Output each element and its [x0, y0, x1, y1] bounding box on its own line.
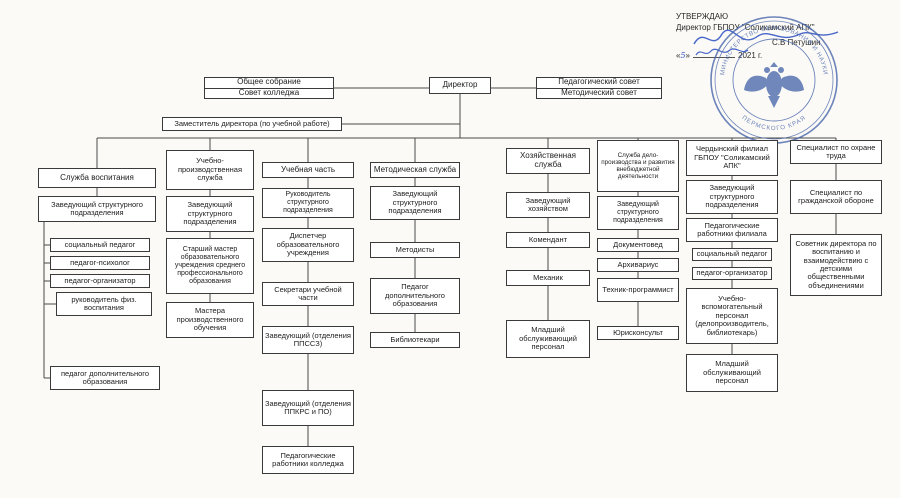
org-box-col1-child-1: социальный педагог: [50, 238, 150, 252]
org-box-col2-child-0: Заведующий структурного подразделения: [166, 196, 254, 232]
stamp-arc-top-text: МИНИСТЕРСТВО ОБРАЗОВАНИЯ И НАУКИ: [719, 25, 829, 76]
approval-heading: УТВЕРЖДАЮ: [676, 12, 729, 21]
org-box-col4-child-0: Заведующий структурного подразделения: [370, 186, 460, 220]
org-box-col7-child-5: Младший обслуживающий персонал: [686, 354, 778, 392]
org-box-general-assembly-row: Общее собрание: [237, 77, 301, 87]
stamp-middle-ring: [714, 20, 834, 140]
org-box-col6-child-4: Юрисконсульт: [597, 326, 679, 340]
org-box-col4-title: Методическая служба: [370, 162, 460, 178]
org-box-col6-title: Служба дело-производства и развития внеб…: [597, 140, 679, 192]
org-box-col7-child-4: Учебно-вспомогательный персонал (делопро…: [686, 288, 778, 344]
stamp-arc-bottom-text: ПЕРМСКОГО КРАЯ: [740, 114, 807, 132]
org-box-col3-child-4: Заведующий (отделения ППКРС и ПО): [262, 390, 354, 426]
date-quote-open: «: [676, 51, 681, 60]
org-box-col7-child-2: социальный педагог: [692, 248, 772, 261]
approval-subheading: Директор ГБПОУ "Соликамский АПК": [676, 23, 815, 32]
org-box-methodical-council-row: Методический совет: [537, 87, 661, 99]
org-box-col1-child-4: руководитель физ. воспитания: [56, 292, 152, 316]
org-box-col5-child-0: Заведующий хозяйством: [506, 192, 590, 218]
org-box-col3-child-2: Секретари учебной части: [262, 282, 354, 306]
org-box-col5-child-3: Младший обслуживающий персонал: [506, 320, 590, 358]
org-box-col4-child-1: Методисты: [370, 242, 460, 258]
org-box-col6-child-1: Документовед: [597, 238, 679, 252]
org-box-college-council-row: Совет колледжа: [205, 87, 333, 99]
org-box-deputy-director: Заместитель директора (по учебной работе…: [162, 117, 342, 131]
date-day-handwritten: 5: [680, 51, 686, 60]
org-box-col5-child-1: Комендант: [506, 232, 590, 248]
org-box-col3-title: Учебная часть: [262, 162, 354, 178]
date-blank-line: [693, 50, 735, 58]
org-box-col2-title: Учебно-производственная служба: [166, 150, 254, 190]
org-box-col6-child-2: Архивариус: [597, 258, 679, 272]
org-box-col3-child-0: Руководитель структурного подразделения: [262, 188, 354, 218]
org-box-col4-child-3: Библиотекари: [370, 332, 460, 348]
org-box-general-assembly: Общее собрание Совет колледжа: [204, 77, 334, 99]
date-year: 2021 г.: [738, 51, 763, 60]
org-box-col7-child-0: Заведующий структурного подразделения: [686, 180, 778, 214]
org-box-labor-safety-specialist: Специалист по охране труда: [790, 140, 882, 164]
org-box-col1-child-3: педагог-организатор: [50, 274, 150, 288]
org-box-col2-child-1: Старший мастер образовательного учрежден…: [166, 238, 254, 294]
org-box-col3-child-5: Педагогические работники колледжа: [262, 446, 354, 474]
approval-date-line: «5» 2021 г.: [676, 50, 762, 60]
org-box-col3-child-1: Диспетчер образовательного учреждения: [262, 228, 354, 262]
org-box-col1-child-2: педагог-психолог: [50, 256, 150, 270]
org-box-col1-child-0: Заведующий структурного подразделения: [38, 196, 156, 222]
org-box-col1-child-5: педагог дополнительного образования: [50, 366, 160, 390]
org-box-col2-child-2: Мастера производственного обучения: [166, 302, 254, 338]
org-box-col4-child-2: Педагог дополнительного образования: [370, 278, 460, 314]
org-box-col6-child-0: Заведующий структурного подразделения: [597, 196, 679, 230]
org-box-director: Директор: [429, 77, 491, 94]
org-box-col5-title: Хозяйственная служба: [506, 148, 590, 174]
org-box-director-advisor: Советник директора по воспитанию и взаим…: [790, 234, 882, 296]
org-box-col1-title: Служба воспитания: [38, 168, 156, 188]
org-box-pedagogical-council: Педагогический совет Методический совет: [536, 77, 662, 99]
org-box-col3-child-3: Заведующий (отделения ППССЗ): [262, 326, 354, 354]
org-box-pedagogical-council-row: Педагогический совет: [558, 77, 640, 87]
org-box-col5-child-2: Механик: [506, 270, 590, 286]
stamp-inner-ring: [732, 38, 816, 122]
org-box-col7-title: Чердынский филиал ГБПОУ "Соликамский АПК…: [686, 140, 778, 176]
org-box-col7-child-1: Педагогические работники филиала: [686, 218, 778, 242]
stamp-eagle-emblem: [744, 62, 804, 108]
org-box-col6-child-3: Техник-программист: [597, 278, 679, 302]
org-box-col7-child-3: педагог-организатор: [692, 267, 772, 280]
org-box-civil-defense-specialist: Специалист по гражданской обороне: [790, 180, 882, 214]
date-quote-close: »: [685, 51, 690, 60]
official-round-stamp: МИНИСТЕРСТВО ОБРАЗОВАНИЯ И НАУКИ ПЕРМСКО…: [710, 16, 838, 144]
